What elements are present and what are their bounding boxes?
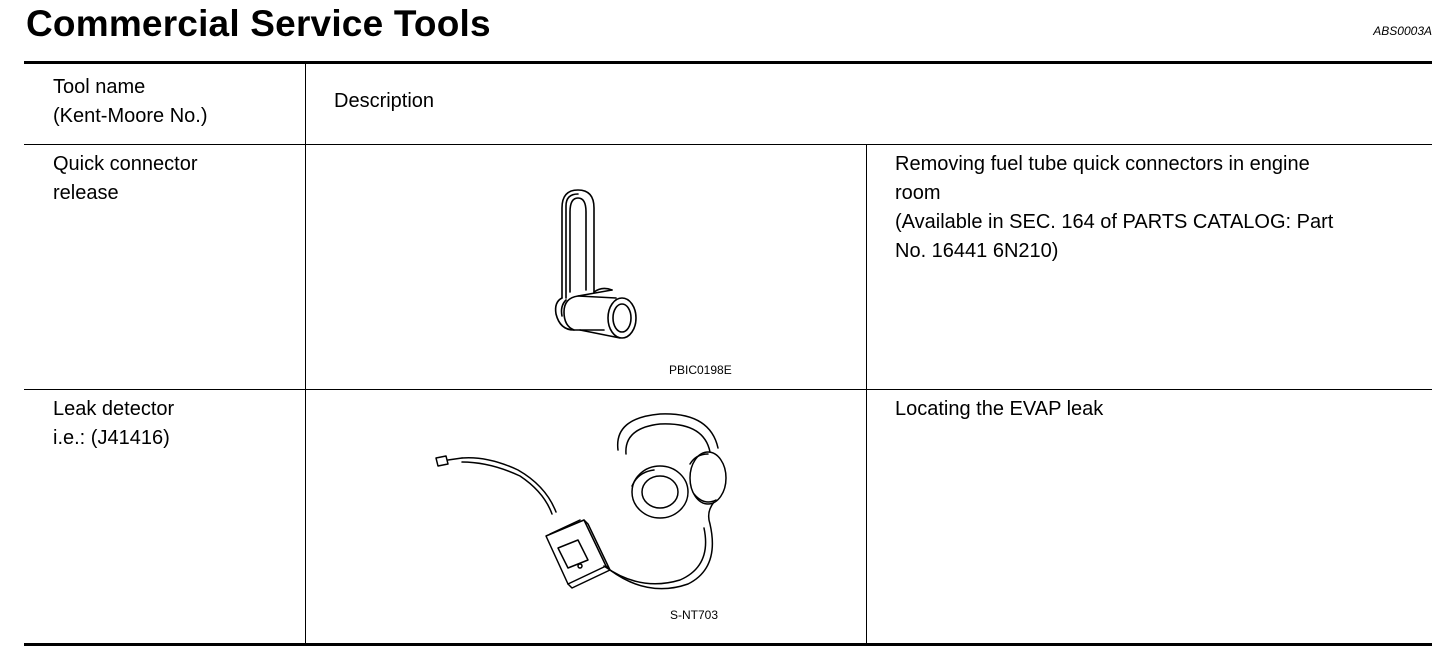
description-line: Locating the EVAP leak [895,398,1104,420]
description-line: (Available in SEC. 164 of PARTS CATALOG:… [895,211,1334,233]
tool-name-line: release [53,182,119,204]
figure-label: S-NT703 [670,608,719,622]
header-tool-name: Tool name (Kent-Moore No.) [53,73,208,131]
tool-name-line: Quick connector [53,153,198,175]
header-description: Description [334,87,434,116]
page-title: Commercial Service Tools [26,3,491,44]
table-row-name: Leak detector i.e.: (J41416) [53,395,174,453]
description-line: No. 16441 6N210) [895,240,1059,262]
description-line: Removing fuel tube quick connectors in e… [895,153,1310,175]
quick-connector-release-icon [554,189,637,339]
column-divider-name [305,64,306,643]
tool-name-line: i.e.: (J41416) [53,427,170,449]
document-code: ABS0003A [1373,24,1432,38]
tool-name-line: Leak detector [53,398,175,420]
header-tool-name-line: Tool name [53,76,146,98]
header-description-label: Description [334,90,435,112]
description-line: room [895,182,941,204]
figure-label: PBIC0198E [669,363,732,377]
table-bottom-rule [24,643,1432,646]
table-row-description: Removing fuel tube quick connectors in e… [895,150,1333,266]
row-divider [24,389,1432,390]
table-row-name: Quick connector release [53,150,198,208]
header-divider [24,144,1432,145]
table-top-rule [24,61,1432,64]
column-divider-description [866,145,867,643]
header-tool-name-line: (Kent-Moore No.) [53,105,208,127]
leak-detector-headphones-icon [435,413,727,590]
table-row-description: Locating the EVAP leak [895,395,1103,424]
